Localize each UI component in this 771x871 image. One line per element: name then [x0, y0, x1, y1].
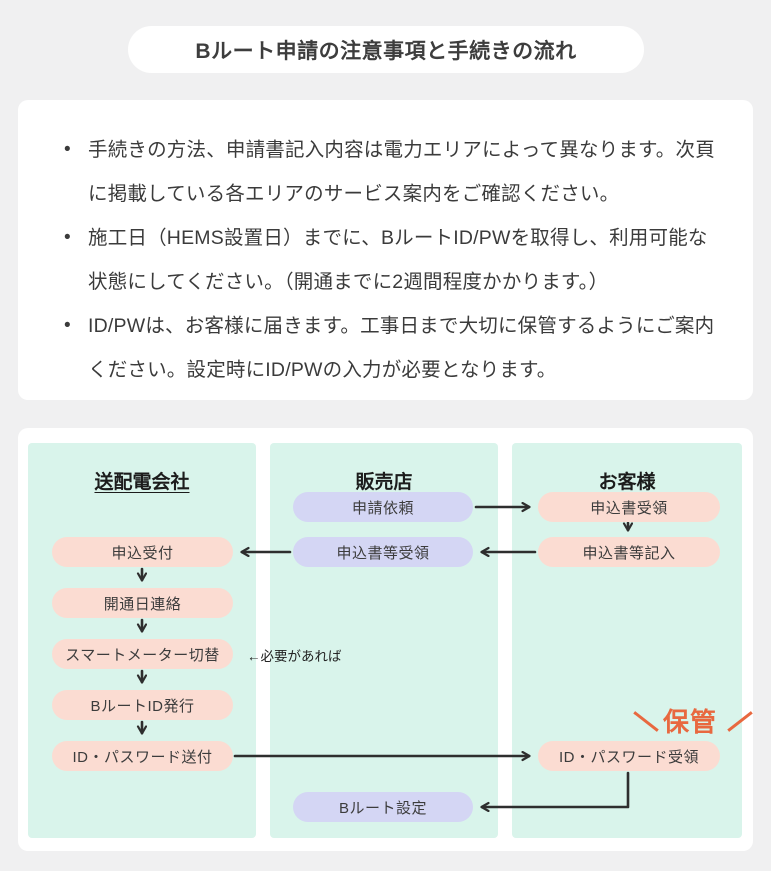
node-smart-meter-switch: スマートメーター切替: [52, 639, 233, 669]
node-application-accepted: 申込受付: [52, 537, 233, 567]
note-item: • ID/PWは、お客様に届きます。工事日まで大切に保管するようにご案内ください…: [64, 304, 717, 392]
node-broute-id-issue: BルートID発行: [52, 690, 233, 720]
conditional-note: ←必要があれば: [247, 649, 342, 664]
node-form-receipt: 申込書受領: [538, 492, 720, 522]
node-id-password-send: ID・パスワード送付: [52, 741, 233, 771]
node-opening-date-contact: 開通日連絡: [52, 588, 233, 618]
column-header-utility: 送配電会社: [94, 472, 190, 493]
keep-label: 保管: [663, 707, 718, 737]
notes-card: • 手続きの方法、申請書記入内容は電力エリアによって異なります。次頁に掲載してい…: [18, 100, 753, 400]
note-text: 施工日（HEMS設置日）までに、BルートID/PWを取得し、利用可能な状態にして…: [88, 227, 708, 293]
bullet-icon: •: [64, 315, 71, 336]
bullet-icon: •: [64, 227, 71, 248]
note-item: • 手続きの方法、申請書記入内容は電力エリアによって異なります。次頁に掲載してい…: [64, 128, 717, 216]
node-forms-received-by-store: 申込書等受領: [293, 537, 473, 567]
note-text: ID/PWは、お客様に届きます。工事日まで大切に保管するようにご案内ください。設…: [88, 315, 715, 381]
node-application-request: 申請依頼: [293, 492, 473, 522]
node-id-password-receive: ID・パスワード受領: [538, 741, 720, 771]
note-item: • 施工日（HEMS設置日）までに、BルートID/PWを取得し、利用可能な状態に…: [64, 216, 717, 304]
page-title: Bルート申請の注意事項と手続きの流れ: [128, 26, 644, 73]
flowchart: 送配電会社 販売店 お客様 申請依頼 申込書受領 申: [18, 428, 753, 851]
bullet-icon: •: [64, 139, 71, 160]
note-text: 手続きの方法、申請書記入内容は電力エリアによって異なります。次頁に掲載している各…: [88, 139, 715, 205]
node-broute-setup: Bルート設定: [293, 792, 473, 822]
column-header-store: 販売店: [355, 472, 413, 493]
node-form-fill-in: 申込書等記入: [538, 537, 720, 567]
column-header-customer: お客様: [598, 472, 656, 493]
